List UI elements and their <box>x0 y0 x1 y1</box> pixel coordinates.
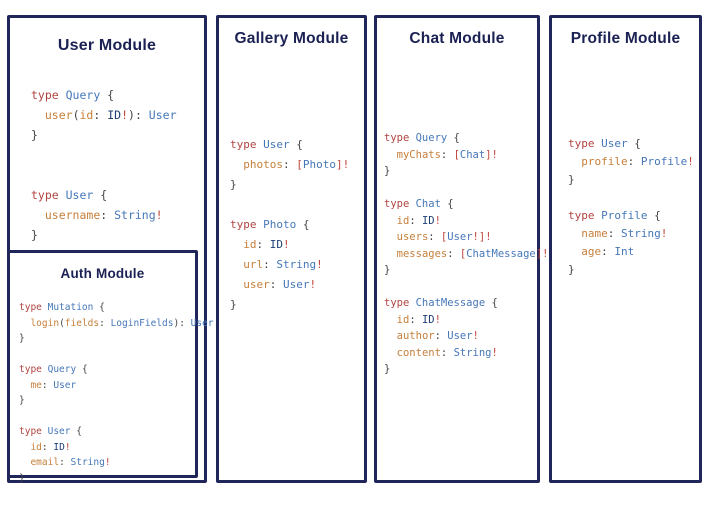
auth-module-title: Auth Module <box>60 266 145 281</box>
code-line: } <box>384 165 391 177</box>
code-line: } <box>230 298 237 311</box>
code-line: messages: [ChatMessage]! <box>396 247 549 260</box>
panel-profile-module: Profile Module type User { profile: Prof… <box>549 15 702 483</box>
gallery-module-code-block: type User { photos: [Photo]!} type Photo… <box>230 135 349 315</box>
chat-module-title: Chat Module <box>409 30 505 47</box>
code-line <box>568 189 694 207</box>
code-line: email: String! <box>30 457 111 468</box>
code-line: profile: Profile! <box>581 155 694 168</box>
code-line: age: Int <box>581 245 635 258</box>
code-line: url: String! <box>243 258 323 271</box>
user-module-code-block: type Query { user(id: ID!): User} type U… <box>31 85 177 245</box>
panel-auth-module: Auth Module type Mutation { login(fields… <box>7 250 214 484</box>
code-line: type ChatMessage { <box>384 297 498 309</box>
code-line: me: User <box>30 379 77 391</box>
code-line: id: ID! <box>396 313 441 326</box>
code-line <box>19 347 214 363</box>
code-line: } <box>384 264 391 276</box>
code-line: type User { <box>230 138 303 151</box>
auth-module-code-block: type Mutation { login(fields: LoginField… <box>19 300 214 486</box>
code-line: id: ID! <box>243 238 290 251</box>
code-line <box>19 409 214 425</box>
code-line: type Chat { <box>384 198 454 210</box>
code-line: type Query { <box>19 364 88 375</box>
code-line: type User { <box>19 426 82 437</box>
code-line: type Profile { <box>568 209 661 222</box>
code-line: username: String! <box>44 208 163 222</box>
code-line: user: User! <box>243 278 317 291</box>
code-line <box>31 165 177 185</box>
code-line: type Mutation { <box>19 302 105 313</box>
code-line: } <box>230 178 237 191</box>
code-line: } <box>19 395 25 406</box>
code-line: type Query { <box>31 88 115 102</box>
code-line: photos: [Photo]! <box>243 158 350 171</box>
profile-module-title: Profile Module <box>570 30 681 47</box>
code-line: } <box>19 333 25 344</box>
code-line: type Photo { <box>230 218 310 231</box>
code-line: content: String! <box>396 346 498 359</box>
code-line: type Query { <box>384 132 460 144</box>
panel-chat-module: Chat Module type Query { myChats: [Chat]… <box>374 15 548 483</box>
code-line: users: [User!]! <box>396 231 492 243</box>
code-line: } <box>19 472 25 484</box>
code-line: login(fields: LoginFields): User <box>30 317 214 329</box>
code-line: id: ID! <box>30 441 71 453</box>
code-line: name: String! <box>581 227 668 240</box>
panel-gallery-module: Gallery Module type User { photos: [Phot… <box>216 15 367 483</box>
code-line <box>230 195 349 215</box>
code-line: } <box>384 363 391 375</box>
code-line: } <box>31 128 38 142</box>
code-line: } <box>568 173 575 186</box>
user-module-title: User Module <box>57 37 157 54</box>
code-line <box>384 180 548 197</box>
code-line: type User { <box>31 188 108 202</box>
code-line: } <box>568 263 575 276</box>
gallery-module-title: Gallery Module <box>234 30 349 47</box>
code-line: } <box>31 228 38 242</box>
code-line: id: ID! <box>396 214 441 227</box>
code-line <box>384 279 548 296</box>
code-line: myChats: [Chat]! <box>396 148 498 161</box>
code-line: author: User! <box>396 330 479 342</box>
chat-module-code-block: type Query { myChats: [Chat]!} type Chat… <box>384 130 548 378</box>
code-line: user(id: ID!): User <box>44 108 177 122</box>
profile-module-code-block: type User { profile: Profile!} type Prof… <box>568 135 694 279</box>
code-line: type User { <box>568 137 641 150</box>
code-line <box>31 145 177 165</box>
